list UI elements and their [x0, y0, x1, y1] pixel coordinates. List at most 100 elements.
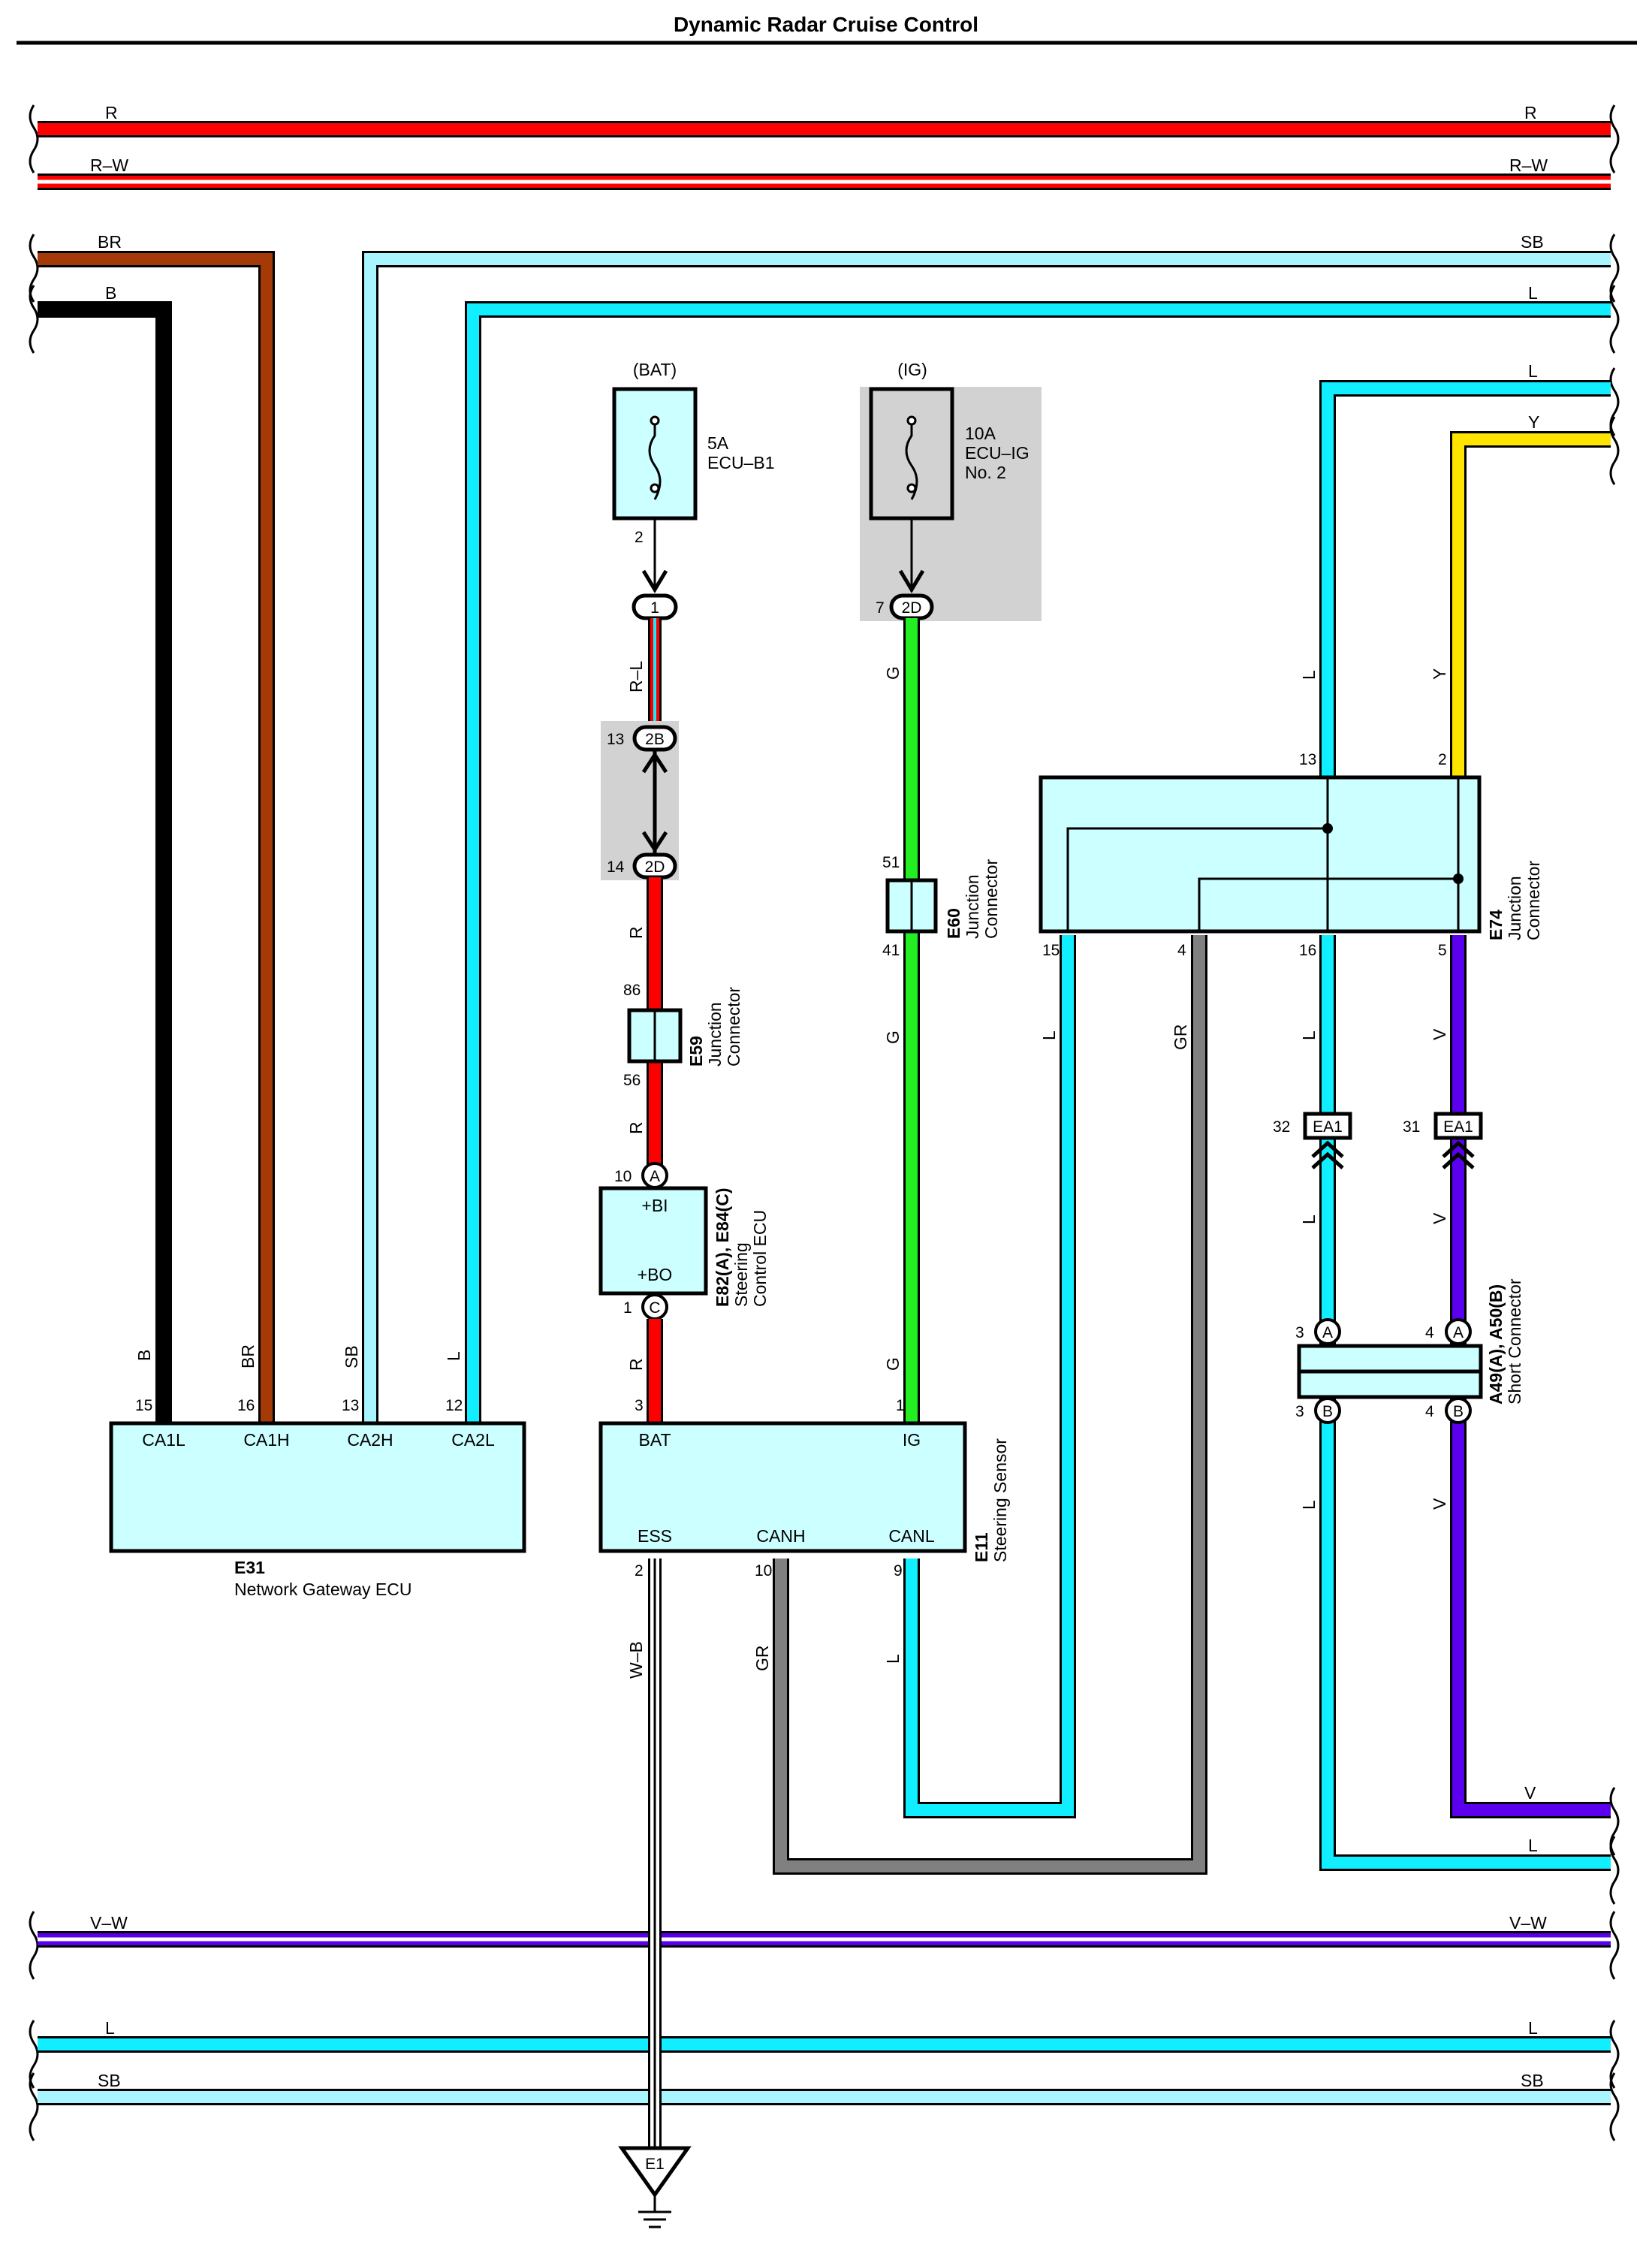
fuse-bat-rating: 5A	[707, 433, 729, 453]
e11-pin-canl: 9	[894, 1562, 903, 1580]
a49-term-a-left	[1314, 1318, 1341, 1345]
wire-label-r-2: R	[626, 1121, 646, 1134]
e31-pin-15: 15	[135, 1397, 152, 1414]
e59-pin-top: 86	[623, 982, 641, 999]
wire-label-v-short: V	[1430, 1498, 1449, 1510]
wire-label-r-right: R	[1524, 103, 1537, 122]
e59-id: E59	[686, 1036, 706, 1067]
a49-name: Short Connector	[1505, 1278, 1524, 1405]
e82-name2: Control ECU	[750, 1210, 770, 1307]
a49-id: A49(A), A50(B)	[1486, 1284, 1506, 1405]
fuse-ig-node-bot	[906, 483, 917, 493]
wire-label-g-2: G	[883, 1030, 903, 1044]
connector-1-label: 1	[650, 599, 659, 617]
e31-id: E31	[234, 1558, 265, 1577]
e31-term-ca1l: CA1L	[142, 1430, 185, 1450]
wire-canl	[906, 935, 1074, 1816]
wire-label-wb: W–B	[626, 1641, 646, 1679]
wire-label-l-top: L	[1528, 283, 1538, 303]
e82-id: E82(A), E84(C)	[713, 1188, 732, 1307]
e74-id: E74	[1486, 910, 1506, 940]
wire-label-r-3: R	[626, 1358, 646, 1371]
wire-label-l-bus-left: L	[105, 2018, 115, 2038]
e82-steering-control-ecu	[598, 1186, 708, 1296]
e11-pin-canh: 10	[755, 1562, 772, 1580]
ground-e1-label: E1	[645, 2156, 665, 2173]
wire-label-vw-left: V–W	[90, 1913, 128, 1933]
e31-pin-16: 16	[237, 1397, 255, 1414]
e11-term-ess: ESS	[638, 1526, 672, 1546]
e74-pin-4: 4	[1177, 942, 1186, 959]
wire-label-l-e74-top: L	[1528, 361, 1538, 381]
diagram-title: Dynamic Radar Cruise Control	[674, 13, 978, 36]
fuse-bat-pin: 2	[635, 529, 644, 546]
e82-name1: Steering	[731, 1242, 751, 1307]
wire-label-b-vert: B	[134, 1350, 154, 1361]
wire-label-vw-right: V–W	[1509, 1913, 1547, 1933]
wire-label-rw-left: R–W	[90, 155, 128, 175]
e60-pin-top: 51	[882, 854, 900, 871]
e11-pin-ess: 2	[635, 1562, 644, 1580]
fuse-ig-node-top	[906, 415, 917, 426]
wire-sb	[364, 253, 1611, 1423]
wire-br-outline	[38, 251, 275, 1423]
a49-letter-a-left: A	[1322, 1324, 1333, 1341]
ea1-label-left: EA1	[1313, 1118, 1343, 1136]
wire-label-b: B	[105, 283, 116, 303]
fuse-ig-name2: No. 2	[965, 463, 1006, 482]
wire-label-rl: R–L	[626, 661, 646, 692]
wire-label-r-1: R	[626, 926, 646, 939]
wire-break-marks	[29, 104, 1620, 2141]
wire-label-br: BR	[98, 232, 122, 252]
e59-name1: Junction	[705, 1002, 725, 1067]
wire-y-outline	[1450, 431, 1611, 777]
e31-network-gateway-ecu	[109, 1421, 526, 1553]
fuse-ecu-b1-node-top	[650, 415, 660, 426]
wire-label-l-bottom-right: L	[1528, 1836, 1538, 1855]
wire-label-l-canl: L	[883, 1654, 903, 1664]
wire-label-l-bus-right: L	[1528, 2018, 1538, 2038]
fuse-ecu-ig-no2	[869, 387, 954, 521]
e11-pin-ig: 1	[896, 1397, 905, 1414]
jb-ig-pin: 7	[876, 599, 885, 617]
wire-label-l-ea1: L	[1299, 1215, 1319, 1224]
e74-pin-2: 2	[1438, 751, 1447, 768]
wire-l-e74	[1322, 382, 1611, 777]
fuse-ecu-b1-node-bot	[650, 483, 660, 493]
wire-canl-outline	[903, 935, 1076, 1818]
a49-pin-a-right: 4	[1425, 1324, 1434, 1341]
e82-pin-out: 1	[623, 1299, 632, 1317]
e59-pin-bot: 56	[623, 1072, 641, 1089]
jb-ig-2d-label: 2D	[902, 599, 922, 617]
e60-id: E60	[944, 908, 963, 939]
jb-2b-pin: 13	[607, 731, 624, 748]
wire-label-br-vert: BR	[238, 1344, 258, 1368]
wire-label-l-short: L	[1299, 1500, 1319, 1510]
e60-name1: Junction	[963, 874, 982, 939]
a49-letter-b-right: B	[1453, 1403, 1464, 1420]
e82-letter-out: C	[649, 1299, 660, 1317]
wire-label-sb-bus-left: SB	[98, 2071, 121, 2090]
a49-term-a-right	[1445, 1318, 1472, 1345]
wire-label-g-1: G	[883, 666, 903, 680]
wire-canh	[775, 935, 1205, 1872]
arrow-into-1	[641, 569, 668, 593]
e11-pin-bat: 3	[635, 1397, 644, 1414]
a49-pin-b-right: 4	[1425, 1403, 1434, 1420]
fuse-ecu-b1	[612, 387, 698, 521]
wire-br	[38, 253, 273, 1423]
wire-label-l-16: L	[1299, 1030, 1319, 1040]
ea1-label-right: EA1	[1443, 1118, 1473, 1136]
ea1-pin-right: 31	[1403, 1118, 1420, 1136]
wire-label-l-vert: L	[444, 1351, 463, 1361]
e31-pin-12: 12	[445, 1397, 463, 1414]
ground-e1-symbol	[618, 2146, 692, 2198]
wire-label-l-13: L	[1299, 670, 1319, 680]
jb-2b-label: 2B	[645, 731, 665, 748]
e11-name: Steering Sensor	[990, 1438, 1010, 1562]
a49-letter-b-left: B	[1322, 1403, 1333, 1420]
wire-label-y-top: Y	[1528, 412, 1539, 432]
a49-term-b-right	[1445, 1397, 1472, 1424]
a49-letter-a-right: A	[1453, 1324, 1464, 1341]
